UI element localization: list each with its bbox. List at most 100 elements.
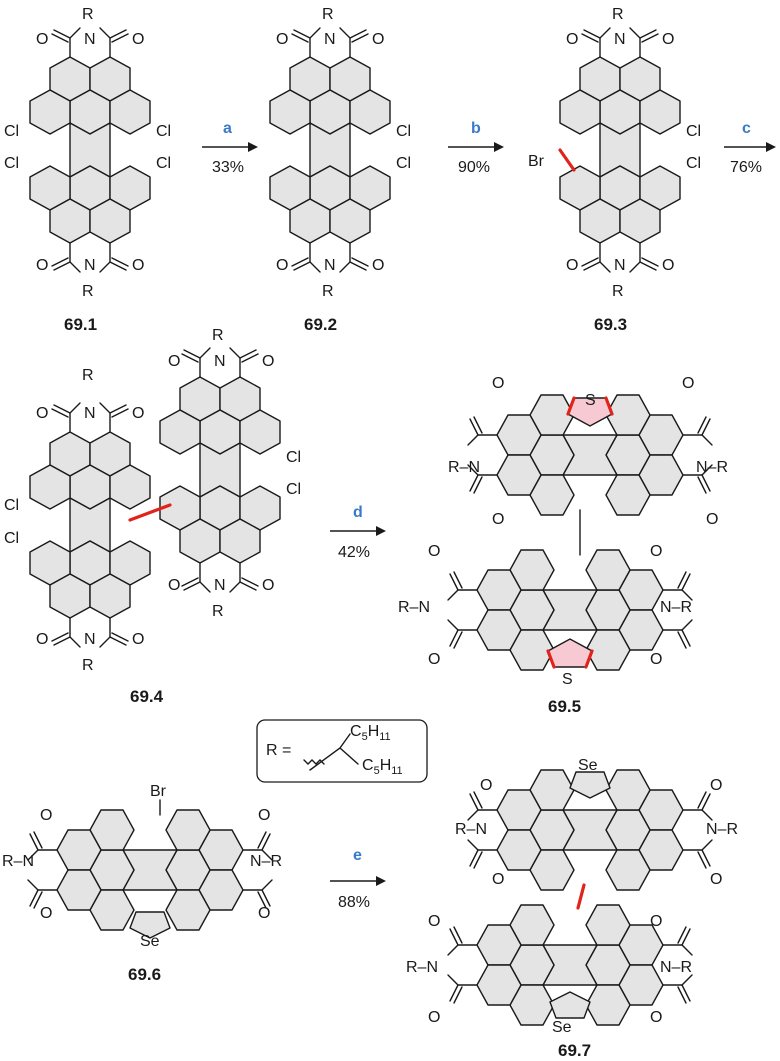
atom-n: N <box>84 31 96 48</box>
atom-o: O <box>36 31 48 48</box>
atom-o: O <box>662 31 674 48</box>
atom-cl: Cl <box>4 530 19 547</box>
atom-n: N <box>614 257 626 274</box>
atom-s: S <box>562 671 573 688</box>
atom-o: O <box>492 375 504 392</box>
r-substituent-upper: C5H11 <box>350 723 391 743</box>
atom-o: O <box>132 405 144 422</box>
atom-o: O <box>36 257 48 274</box>
reaction-arrow-e: e 88% <box>330 847 386 911</box>
atom-o: O <box>492 511 504 528</box>
yield-label: 42% <box>338 544 370 561</box>
atom-cl: Cl <box>4 155 19 172</box>
atom-o: O <box>132 631 144 648</box>
atom-o: O <box>650 1009 662 1026</box>
atom-o: O <box>662 257 674 274</box>
r-equals: R = <box>266 742 291 759</box>
atom-r: R <box>212 327 224 344</box>
atom-o: O <box>262 353 274 370</box>
atom-o: O <box>132 31 144 48</box>
atom-o: O <box>428 543 440 560</box>
atom-se: Se <box>578 757 598 774</box>
compound-69-3: R N O O Br Cl Cl O N O R 69.3 <box>528 6 701 334</box>
atom-cl: Cl <box>396 123 411 140</box>
r-group-definition: R = C5H11 C5H11 <box>256 719 428 783</box>
atom-cl: Cl <box>4 497 19 514</box>
atom-se: Se <box>552 1019 572 1036</box>
atom-se: Se <box>140 933 160 950</box>
compound-69-1: R N O O Cl Cl Cl Cl O N O R 69.1 <box>4 6 171 334</box>
atom-o: O <box>276 31 288 48</box>
atom-n: N <box>214 577 226 594</box>
atom-r: R <box>612 283 624 300</box>
atom-r: R <box>82 6 94 23</box>
atom-cl: Cl <box>286 449 301 466</box>
atom-r: R <box>322 283 334 300</box>
atom-o: O <box>168 577 180 594</box>
atom-n-r: N–R <box>660 959 692 976</box>
atom-n: N <box>84 405 96 422</box>
atom-r: R <box>212 603 224 620</box>
atom-o: O <box>566 257 578 274</box>
yield-label: 88% <box>338 894 370 911</box>
reaction-arrow-c: c 76% <box>724 120 776 176</box>
atom-o: O <box>428 651 440 668</box>
atom-r: R <box>82 283 94 300</box>
reagent-label: c <box>742 120 751 137</box>
compound-label: 69.5 <box>548 697 581 716</box>
atom-cl: Cl <box>286 481 301 498</box>
atom-o: O <box>36 405 48 422</box>
atom-r: R <box>82 367 94 384</box>
atom-o: O <box>706 511 718 528</box>
compound-label: 69.7 <box>558 1041 591 1060</box>
yield-label: 33% <box>212 159 244 176</box>
atom-n: N <box>84 631 96 648</box>
atom-n: N <box>614 31 626 48</box>
atom-n-r: N–R <box>696 459 728 476</box>
atom-o: O <box>428 913 440 930</box>
atom-o: O <box>566 31 578 48</box>
atom-o: O <box>258 807 270 824</box>
atom-r: R <box>612 6 624 23</box>
atom-o: O <box>40 807 52 824</box>
atom-cl: Cl <box>396 155 411 172</box>
compound-label: 69.1 <box>64 315 97 334</box>
atom-r: R <box>82 657 94 674</box>
atom-o: O <box>492 871 504 888</box>
atom-o: O <box>650 651 662 668</box>
atom-cl: Cl <box>156 155 171 172</box>
compound-label: 69.3 <box>594 315 627 334</box>
atom-cl: Cl <box>686 123 701 140</box>
atom-br: Br <box>528 153 545 170</box>
compound-69-5: S O R–N O O N–R O O R–N O O N–R O S 69.5 <box>398 375 728 716</box>
atom-br: Br <box>150 783 167 800</box>
atom-n-r: R–N <box>398 599 430 616</box>
atom-o: O <box>710 777 722 794</box>
atom-cl: Cl <box>4 123 19 140</box>
atom-o: O <box>682 375 694 392</box>
atom-s: S <box>585 392 596 409</box>
atom-n-r: R–N <box>448 459 480 476</box>
atom-o: O <box>650 543 662 560</box>
r-substituent-lower: C5H11 <box>362 757 403 777</box>
atom-o: O <box>372 257 384 274</box>
atom-o: O <box>36 631 48 648</box>
reagent-label: d <box>353 504 363 521</box>
atom-o: O <box>168 353 180 370</box>
atom-o: O <box>480 777 492 794</box>
compound-69-4: R N O O Cl Cl O N O R R N O O Cl Cl O N … <box>4 327 301 706</box>
yield-label: 76% <box>730 159 762 176</box>
compound-label: 69.4 <box>130 687 164 706</box>
atom-o: O <box>650 913 662 930</box>
atom-n-r: R–N <box>406 959 438 976</box>
atom-n-r: R–N <box>2 853 34 870</box>
reagent-label: b <box>471 120 481 137</box>
atom-o: O <box>372 31 384 48</box>
atom-n: N <box>324 31 336 48</box>
atom-o: O <box>258 905 270 922</box>
atom-o: O <box>710 871 722 888</box>
atom-o: O <box>40 905 52 922</box>
atom-cl: Cl <box>156 123 171 140</box>
reaction-arrow-d: d 42% <box>330 504 386 561</box>
